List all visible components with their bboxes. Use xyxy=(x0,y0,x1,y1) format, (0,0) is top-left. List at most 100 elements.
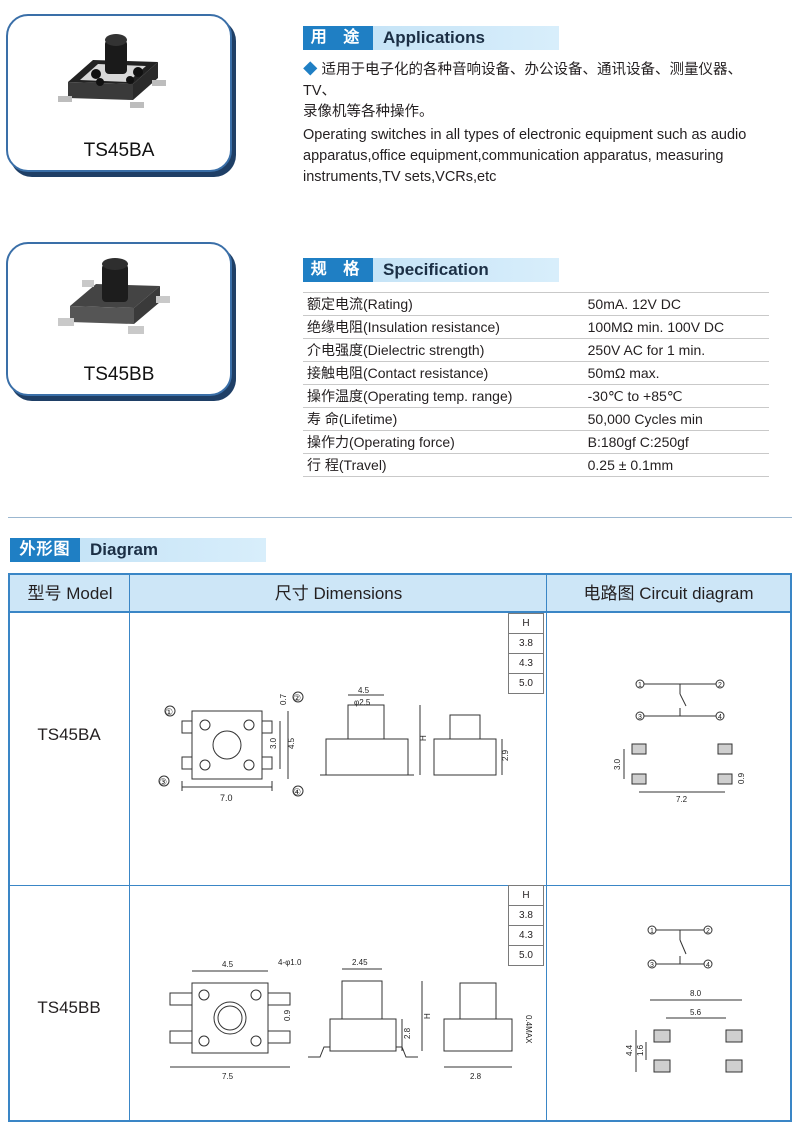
circuit-diagram-ts45bb: 1 2 3 4 8.0 5.6 4.4 1.6 xyxy=(625,925,743,1073)
spec-label: 操作力(Operating force) xyxy=(303,430,576,454)
diagram-header-en: Diagram xyxy=(90,540,159,559)
pin-4: 4 xyxy=(706,962,710,969)
circuit-pitch-v: 3.0 xyxy=(613,758,622,770)
dim-w: 7.0 xyxy=(220,793,233,803)
pin-3: 3 xyxy=(638,714,642,721)
spec-row: 接触电阻(Contact resistance)50mΩ max. xyxy=(303,361,769,385)
callout-3: ③ xyxy=(159,777,167,787)
dim-h: H xyxy=(419,735,428,741)
height-value: 5.0 xyxy=(508,945,544,966)
height-table-head: H xyxy=(508,885,544,906)
pin-2: 2 xyxy=(706,928,710,935)
switch-photo-ts45bb xyxy=(58,258,170,334)
pin-1: 1 xyxy=(650,928,654,935)
spec-row: 额定电流(Rating)50mA. 12V DC xyxy=(303,292,769,316)
dimension-drawing-ts45ba: 7.0 3.0 4.5 0.7 ① ② ③ ④ 4.5 φ2.5 H 2.9 xyxy=(158,686,510,803)
product-model-label: TS45BB xyxy=(83,364,155,385)
column-header-dimensions: 尺寸 Dimensions xyxy=(130,575,547,613)
diagram-header-cn: 外形图 xyxy=(10,538,80,562)
applications-header-en: Applications xyxy=(383,28,486,47)
spec-row: 行 程(Travel)0.25 ± 0.1mm xyxy=(303,453,769,477)
height-value: 3.8 xyxy=(508,633,544,654)
dim-hh: 2.8 xyxy=(403,1027,412,1039)
circuit-diagram-ts45ba: 1 2 3 4 3.0 7.2 0.9 xyxy=(613,679,746,804)
specification-header: 规 格 Specification xyxy=(303,258,559,282)
spec-label: 行 程(Travel) xyxy=(303,453,576,477)
spec-label: 介电强度(Dielectric strength) xyxy=(303,338,576,362)
spec-value: B:180gf C:250gf xyxy=(575,430,769,454)
height-table-head: H xyxy=(508,613,544,634)
spec-value: -30℃ to +85℃ xyxy=(575,384,769,408)
pin-3: 3 xyxy=(650,962,654,969)
bullet-icon: ◆ xyxy=(303,62,318,78)
spec-row: 绝缘电阻(Insulation resistance)100MΩ min. 10… xyxy=(303,315,769,339)
spec-label: 接触电阻(Contact resistance) xyxy=(303,361,576,385)
spec-value: 0.25 ± 0.1mm xyxy=(575,453,769,477)
product-card-ts45bb: TS45BB xyxy=(6,242,232,396)
applications-text: ◆ 适用于电子化的各种音响设备、办公设备、通讯设备、测量仪器、TV、 录像机等各… xyxy=(303,60,773,188)
spec-label: 寿 命(Lifetime) xyxy=(303,407,576,431)
dim-d1: 0.9 xyxy=(283,1009,292,1021)
callout-2: ② xyxy=(293,693,301,703)
dim-holes: 4-φ1.0 xyxy=(278,958,302,967)
spec-row: 寿 命(Lifetime)50,000 Cycles min xyxy=(303,407,769,431)
height-value: 3.8 xyxy=(508,905,544,926)
spec-value: 50,000 Cycles min xyxy=(575,407,769,431)
dim-phi: φ2.5 xyxy=(354,698,371,707)
dim-side: 2.9 xyxy=(501,749,510,761)
switch-photo-ts45ba xyxy=(58,34,166,108)
circuit-inner: 5.6 xyxy=(690,1008,702,1017)
height-table: H 3.8 4.3 5.0 xyxy=(508,885,544,966)
applications-en-line: instruments,TV sets,VCRs,etc xyxy=(303,169,497,185)
dimension-drawing-ts45bb: 4.5 4-φ1.0 7.5 0.9 2.45 2.8 H 2.8 0.4MAX xyxy=(169,958,533,1081)
spec-value: 100MΩ min. 100V DC xyxy=(575,315,769,339)
diagram-table: 型号 Model 尺寸 Dimensions 电路图 Circuit diagr… xyxy=(8,573,792,1122)
applications-en-line: apparatus,office equipment,communication… xyxy=(303,148,724,164)
row-model-ts45ba: TS45BA xyxy=(37,725,101,744)
applications-cn-line: 录像机等各种操作。 xyxy=(303,104,434,120)
dim-d2: 4.5 xyxy=(287,737,296,749)
height-value: 5.0 xyxy=(508,673,544,694)
spec-row: 操作温度(Operating temp. range)-30℃ to +85℃ xyxy=(303,384,769,408)
dim-d3: 0.7 xyxy=(279,693,288,705)
dim-top: 4.5 xyxy=(222,960,234,969)
spec-label: 操作温度(Operating temp. range) xyxy=(303,384,576,408)
applications-en-line: Operating switches in all types of elect… xyxy=(303,127,747,143)
specification-header-cn: 规 格 xyxy=(303,258,373,282)
spec-row: 操作力(Operating force)B:180gf C:250gf xyxy=(303,430,769,454)
dim-bottom: 2.8 xyxy=(470,1072,482,1081)
pin-2: 2 xyxy=(718,682,722,689)
spec-row: 介电强度(Dielectric strength)250V AC for 1 m… xyxy=(303,338,769,362)
applications-header-cn: 用 途 xyxy=(303,26,373,50)
diagram-header: 外形图 Diagram xyxy=(10,538,266,562)
spec-value: 250V AC for 1 min. xyxy=(575,338,769,362)
specification-header-en: Specification xyxy=(383,260,489,279)
product-card-ts45ba: TS45BA xyxy=(6,14,232,172)
height-value: 4.3 xyxy=(508,925,544,946)
spec-value: 50mA. 12V DC xyxy=(575,292,769,316)
dim-d1: 3.0 xyxy=(269,737,278,749)
dim-h: H xyxy=(423,1013,432,1019)
column-header-circuit: 电路图 Circuit diagram xyxy=(547,575,790,613)
pin-1: 1 xyxy=(638,682,642,689)
column-divider xyxy=(129,575,130,1120)
dim-w: 7.5 xyxy=(222,1072,234,1081)
circuit-v1: 4.4 xyxy=(625,1044,634,1056)
row-divider xyxy=(10,885,790,886)
callout-4: ④ xyxy=(293,787,301,797)
dim-max: 0.4MAX xyxy=(524,1015,533,1044)
circuit-outer: 8.0 xyxy=(690,989,702,998)
spec-value: 50mΩ max. xyxy=(575,361,769,385)
specification-table: 额定电流(Rating)50mA. 12V DC 绝缘电阻(Insulation… xyxy=(303,292,769,477)
height-table: H 3.8 4.3 5.0 xyxy=(508,613,544,694)
height-value: 4.3 xyxy=(508,653,544,674)
section-divider xyxy=(8,517,792,518)
dim-top2: 2.45 xyxy=(352,958,368,967)
spec-label: 额定电流(Rating) xyxy=(303,292,576,316)
spec-label: 绝缘电阻(Insulation resistance) xyxy=(303,315,576,339)
circuit-v2: 1.6 xyxy=(636,1044,645,1056)
column-divider xyxy=(546,575,547,1120)
dim-top: 4.5 xyxy=(358,686,370,695)
product-model-label: TS45BA xyxy=(83,140,155,161)
applications-cn-line: 适用于电子化的各种音响设备、办公设备、通讯设备、测量仪器、TV、 xyxy=(303,62,743,99)
